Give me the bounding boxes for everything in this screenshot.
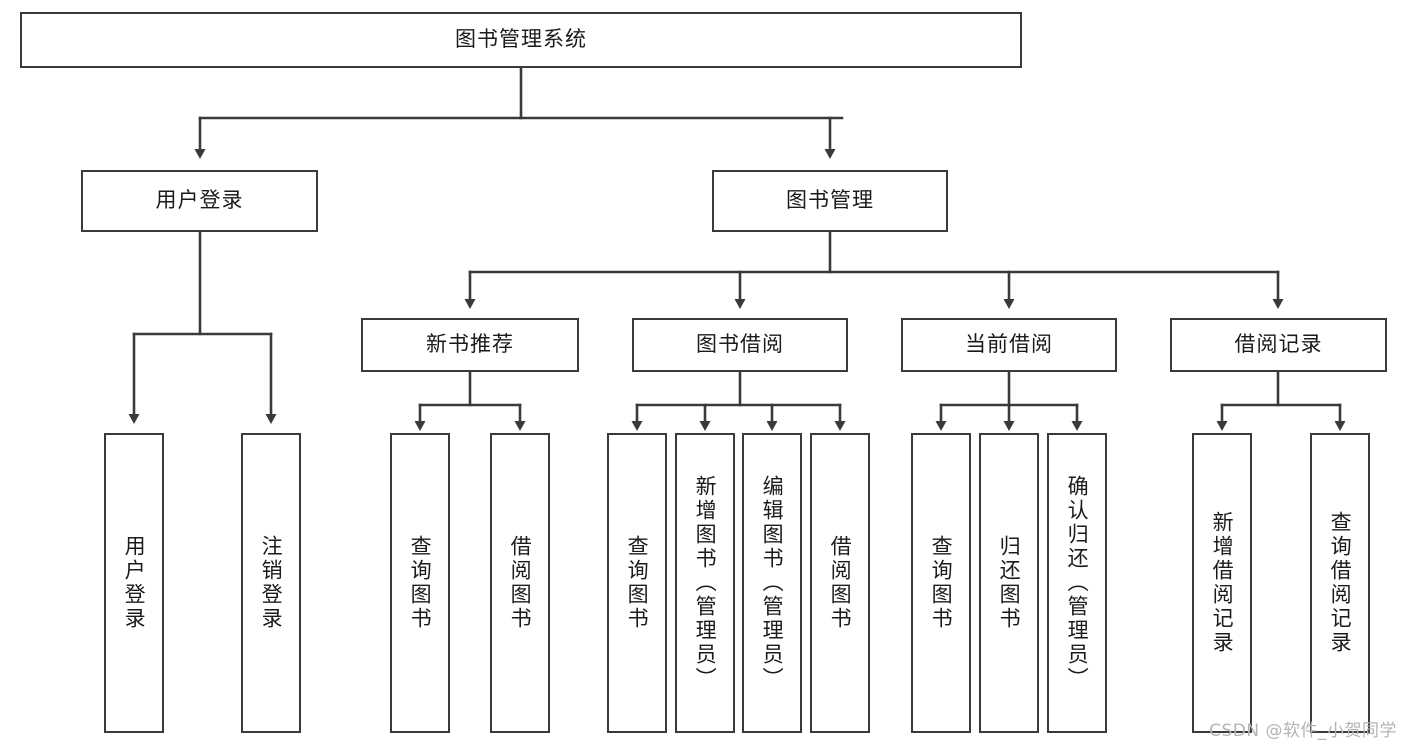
csdn-watermark: CSDN @软件_小贺同学 [1209,721,1397,741]
leaf-query-borrow-record[interactable]: 查询借阅记录 [1310,433,1370,733]
node-label: 用户登录 [155,188,244,213]
node-label: 图书管理系统 [455,27,587,52]
leaf-query-book-recommend[interactable]: 查询图书 [390,433,450,733]
node-user-login[interactable]: 用户登录 [81,170,318,232]
node-label: 新增借阅记录 [1210,511,1235,655]
node-book-management[interactable]: 图书管理 [712,170,948,232]
leaf-confirm-return-admin[interactable]: 确认归还（管理员） [1047,433,1107,733]
node-label: 查询图书 [625,535,650,631]
node-new-book-recommend[interactable]: 新书推荐 [361,318,579,372]
leaf-query-book-current[interactable]: 查询图书 [911,433,971,733]
leaf-borrow-book-recommend[interactable]: 借阅图书 [490,433,550,733]
node-book-borrow[interactable]: 图书借阅 [632,318,848,372]
node-label: 图书借阅 [696,332,784,357]
node-label: 当前借阅 [965,332,1053,357]
node-borrow-record[interactable]: 借阅记录 [1170,318,1387,372]
node-label: 新增图书（管理员） [693,475,718,691]
leaf-edit-book-admin[interactable]: 编辑图书（管理员） [742,433,802,733]
leaf-borrow-book-borrow[interactable]: 借阅图书 [810,433,870,733]
node-label: 用户登录 [122,535,147,631]
leaf-query-book-borrow[interactable]: 查询图书 [607,433,667,733]
leaf-logout-login[interactable]: 注销登录 [241,433,301,733]
node-label: 注销登录 [259,535,284,631]
leaf-user-login[interactable]: 用户登录 [104,433,164,733]
node-label: 归还图书 [997,535,1022,631]
node-label: 查询图书 [408,535,433,631]
leaf-add-borrow-record[interactable]: 新增借阅记录 [1192,433,1252,733]
node-label: 借阅图书 [508,535,533,631]
node-label: 借阅记录 [1234,332,1323,357]
node-current-borrow[interactable]: 当前借阅 [901,318,1117,372]
node-label: 新书推荐 [426,332,514,357]
node-label: 查询图书 [929,535,954,631]
node-label: 借阅图书 [828,535,853,631]
leaf-return-book[interactable]: 归还图书 [979,433,1039,733]
node-label: 编辑图书（管理员） [760,475,785,691]
node-label: 图书管理 [786,188,874,213]
node-label: 确认归还（管理员） [1065,475,1090,691]
leaf-add-book-admin[interactable]: 新增图书（管理员） [675,433,735,733]
node-label: 查询借阅记录 [1328,511,1353,655]
node-book-management-system[interactable]: 图书管理系统 [20,12,1022,68]
